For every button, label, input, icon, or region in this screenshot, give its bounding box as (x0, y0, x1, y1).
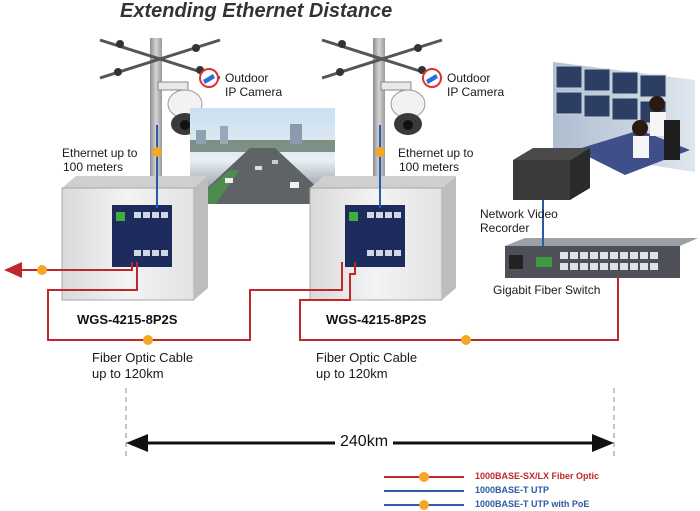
camera-badge-icon-1 (199, 68, 219, 88)
legend-label-fiber: 1000BASE-SX/LX Fiber Optic (475, 471, 600, 481)
legend-label-poe: 1000BASE-T UTP with PoE (475, 499, 590, 509)
ethernet-label-2-line1: Ethernet up to (398, 146, 474, 160)
distance-label: 240km (340, 433, 389, 450)
nvr-device (513, 148, 590, 200)
ethernet-label-2: Ethernet up to 100 meters (398, 146, 473, 174)
nvr-label-line2: Recorder (480, 221, 530, 235)
fiber-label-1-line2: up to 120km (92, 366, 164, 381)
poe-cable-1 (152, 125, 162, 208)
fiber-label-2-line2: up to 120km (316, 366, 388, 381)
camera-2-label-line2: IP Camera (447, 85, 505, 99)
monitoring-room (553, 62, 695, 175)
legend-swatch-poe (384, 500, 464, 510)
switch-1-model: WGS-4215-8P2S (77, 312, 178, 327)
fiber-cable-2 (299, 262, 619, 345)
switch-2-model: WGS-4215-8P2S (326, 312, 427, 327)
camera-badge-icon-2 (422, 68, 442, 88)
camera-1-label-line2: IP Camera (225, 85, 283, 99)
fiber-cable-uplink (4, 262, 133, 278)
gigabit-switch-label: Gigabit Fiber Switch (493, 283, 601, 297)
legend-swatch-fiber (384, 472, 464, 482)
fiber-cable-1 (47, 262, 343, 345)
camera-2-label-line1: Outdoor (447, 71, 491, 85)
camera-1-label-line1: Outdoor (225, 71, 269, 85)
fiber-label-1: Fiber Optic Cable up to 120km (92, 350, 193, 382)
ip-camera-2 (380, 81, 426, 135)
camera-2-label: Outdoor IP Camera (447, 71, 504, 99)
camera-1-label: Outdoor IP Camera (225, 71, 282, 99)
ethernet-label-1-line2: 100 meters (63, 160, 124, 174)
cabinet-1 (61, 176, 208, 301)
fiber-label-2-line1: Fiber Optic Cable (316, 350, 418, 365)
fiber-label-1-line1: Fiber Optic Cable (92, 350, 194, 365)
distance-arrow (126, 434, 614, 452)
ethernet-label-2-line2: 100 meters (399, 160, 460, 174)
diagram-title: Extending Ethernet Distance (120, 0, 393, 22)
nvr-label-line1: Network Video (480, 207, 558, 221)
ethernet-label-1-line1: Ethernet up to (62, 146, 138, 160)
fiber-label-2: Fiber Optic Cable up to 120km (316, 350, 417, 382)
nvr-label: Network Video Recorder (480, 207, 558, 235)
legend-label-utp: 1000BASE-T UTP (475, 485, 550, 495)
cabinet-2 (309, 176, 456, 301)
poe-cable-2 (375, 125, 385, 208)
ethernet-label-1: Ethernet up to 100 meters (62, 146, 137, 174)
gigabit-switch-device (505, 238, 698, 278)
